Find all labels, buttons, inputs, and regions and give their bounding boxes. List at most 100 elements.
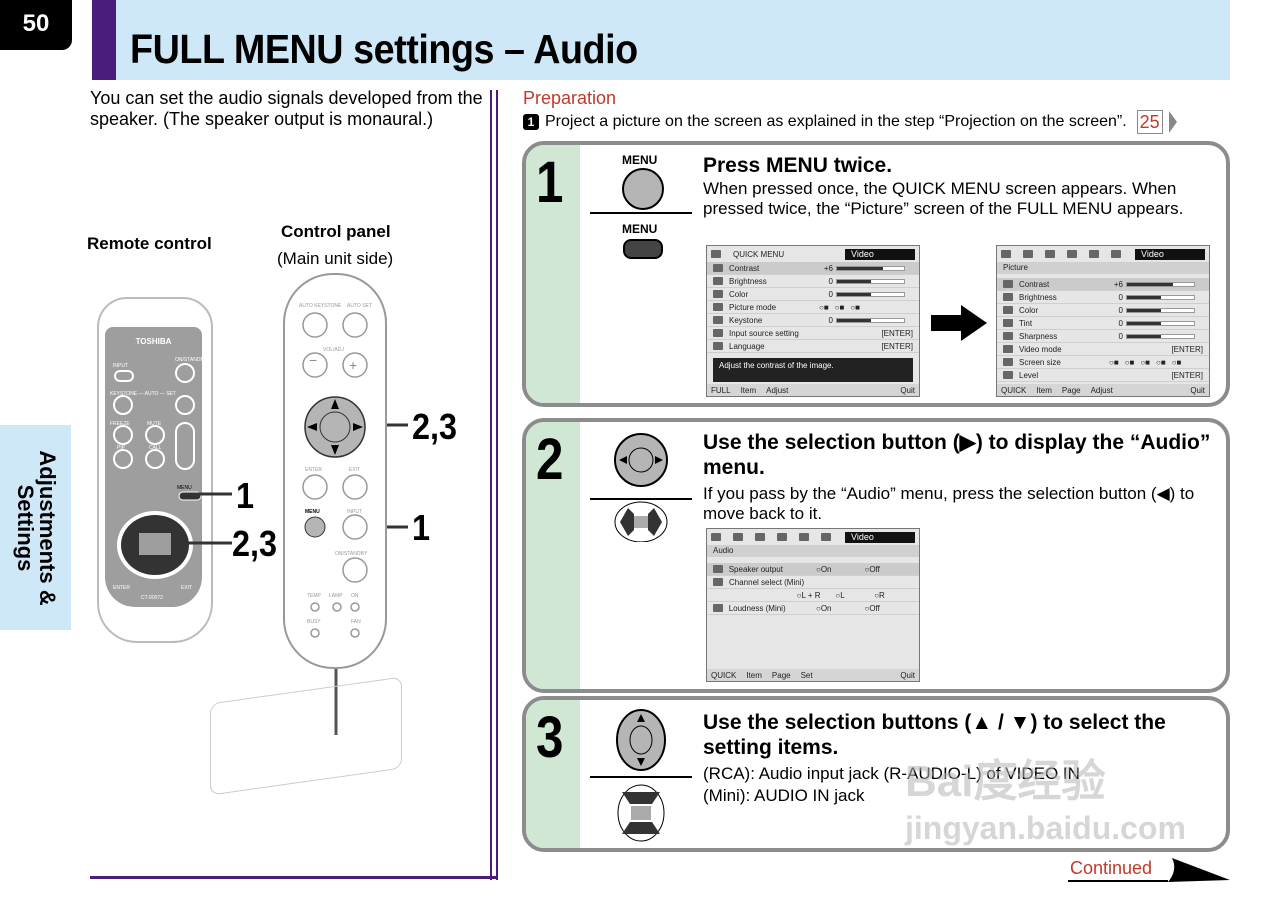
option-radio-icon: ○■ bbox=[850, 302, 861, 312]
svg-text:FREEZE: FREEZE bbox=[110, 421, 130, 427]
quick-menu-title: QUICK MENU bbox=[733, 249, 785, 259]
menu-row-slider bbox=[1126, 307, 1195, 313]
svg-text:TEMP: TEMP bbox=[307, 593, 322, 599]
svg-text:AUTO KEYSTONE: AUTO KEYSTONE bbox=[299, 303, 342, 309]
menu-row-value: 0 bbox=[1118, 305, 1123, 315]
preparation-line: 1 Project a picture on the screen as exp… bbox=[523, 110, 1177, 134]
svg-text:ON/STANDBY: ON/STANDBY bbox=[175, 357, 202, 363]
svg-text:LAMP: LAMP bbox=[329, 593, 343, 599]
menu-row-slider bbox=[1126, 294, 1195, 300]
menu-tab-icon bbox=[821, 533, 831, 541]
continued-link[interactable]: Continued bbox=[1070, 858, 1153, 878]
footer-item: FULL bbox=[711, 385, 731, 395]
audio-menu-row: Channel select (Mini) bbox=[707, 576, 919, 589]
menu-row-icon bbox=[713, 277, 723, 285]
prep-step-badge: 1 bbox=[523, 114, 539, 130]
step-3-heading: Use the selection buttons (▲ / ▼) to sel… bbox=[703, 711, 1166, 759]
audio-menu-row: Loudness (Mini)○On○Off bbox=[707, 602, 919, 615]
footer-item: Item bbox=[1036, 385, 1052, 395]
callout-panel-menu: 1 bbox=[412, 507, 431, 548]
footer-item: Adjust bbox=[1090, 385, 1113, 395]
menu-row-label: Color bbox=[1019, 305, 1039, 315]
menu-row-value: 0 bbox=[1118, 331, 1123, 341]
menu-row-label: Contrast bbox=[1019, 279, 1050, 289]
slider-fill bbox=[1127, 282, 1174, 286]
control-panel-label: Control panel bbox=[281, 222, 391, 241]
header-accent bbox=[92, 0, 116, 80]
footer-item: Quit bbox=[900, 385, 915, 395]
svg-text:AUTO SET: AUTO SET bbox=[347, 303, 372, 309]
menu-row-icon bbox=[1003, 345, 1013, 353]
remote-control-label: Remote control bbox=[87, 234, 212, 253]
step-3-box: 3 Use the selection buttons (▲ / ▼) to s… bbox=[522, 696, 1230, 852]
option-radio: ○L bbox=[835, 590, 845, 600]
page-reference-link[interactable]: 25 bbox=[1136, 110, 1163, 134]
menu-row-value: +6 bbox=[1113, 279, 1123, 289]
menu-row: Color 0 bbox=[997, 304, 1209, 317]
menu-row: Video mode[ENTER] bbox=[997, 343, 1209, 356]
column-divider bbox=[490, 90, 492, 880]
footer-item: Quit bbox=[1190, 385, 1205, 395]
slider-fill bbox=[837, 266, 884, 270]
preparation-title: Preparation bbox=[523, 88, 617, 108]
menu-row-icon bbox=[1003, 371, 1013, 379]
step-1-side bbox=[526, 145, 580, 403]
section-side-tab[interactable]: Adjustments & Settings bbox=[0, 425, 71, 630]
menu-label-top: MENU bbox=[622, 153, 658, 167]
header-bar bbox=[92, 0, 1230, 80]
up-down-selection-button-icon bbox=[616, 709, 666, 842]
menu-row-icon bbox=[713, 329, 723, 337]
step-1-heading: Press MENU twice. bbox=[703, 154, 893, 177]
menu-row-icon bbox=[1003, 293, 1013, 301]
menu-row-label: Input source setting bbox=[729, 328, 799, 338]
option-radio-icon: ○■ bbox=[1140, 357, 1151, 367]
step-3-number: 3 bbox=[536, 705, 564, 770]
menu-row-slider bbox=[836, 278, 905, 284]
menu-row-value: 0 bbox=[828, 276, 833, 286]
menu-row-value: 0 bbox=[828, 289, 833, 299]
footer-item: Item bbox=[740, 385, 757, 395]
audio-menu-source: Video bbox=[845, 531, 915, 543]
menu-pill-button-icon bbox=[623, 239, 663, 259]
quick-menu-icon bbox=[711, 250, 721, 258]
menu-tab-icon bbox=[1111, 250, 1121, 258]
step-2-heading: Use the selection button (▶) to display … bbox=[703, 431, 1211, 479]
svg-text:INPUT: INPUT bbox=[347, 509, 362, 515]
option-radio: ○Off bbox=[864, 564, 880, 574]
svg-text:EXIT: EXIT bbox=[181, 585, 192, 591]
menu-tab-icon bbox=[711, 533, 721, 541]
step-3-side bbox=[526, 700, 580, 848]
menu-row-value: +6 bbox=[823, 263, 833, 273]
menu-row-label: Picture mode bbox=[729, 302, 777, 312]
menu-row: Contrast+6 bbox=[707, 262, 919, 275]
continued-underline bbox=[1068, 880, 1168, 882]
menu-row-label: Level bbox=[1019, 370, 1039, 380]
footer-item: Set bbox=[800, 670, 813, 680]
audio-menu-row: Speaker output○On○Off bbox=[707, 563, 919, 576]
menu-row-label: Video mode bbox=[1019, 344, 1062, 354]
bottom-rule bbox=[90, 876, 498, 879]
svg-text:FAN: FAN bbox=[351, 619, 361, 625]
svg-text:MENU: MENU bbox=[305, 509, 320, 515]
menu-tab-icon bbox=[1001, 250, 1011, 258]
menu-tab-icon bbox=[1089, 250, 1099, 258]
slider-fill bbox=[837, 292, 871, 296]
menu-row: Picture mode○■○■○■ bbox=[707, 301, 919, 314]
menu-row-slider bbox=[836, 265, 905, 271]
menu-tab-icon bbox=[1045, 250, 1055, 258]
option-radio-icon: ○■ bbox=[819, 302, 829, 312]
slider-fill bbox=[1127, 334, 1161, 338]
picture-menu-source: Video bbox=[1135, 248, 1205, 260]
svg-text:KEYSTONE — AUTO — SET: KEYSTONE — AUTO — SET bbox=[110, 391, 176, 397]
footer-item: Quit bbox=[900, 670, 915, 680]
option-radio-icon: ○■ bbox=[1109, 357, 1119, 367]
watermark-logo: Bai度经验 bbox=[905, 757, 1106, 806]
